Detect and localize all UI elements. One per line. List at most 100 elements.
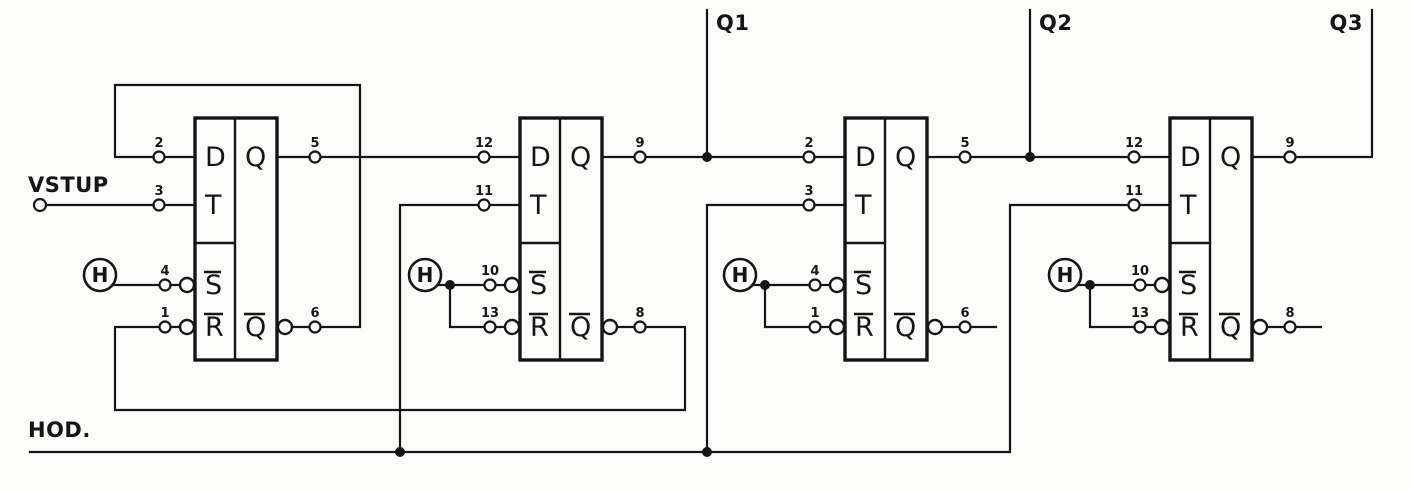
wire-hod-to-t3 [705, 203, 847, 454]
junction-dot [760, 280, 770, 290]
ff2-high-marker-letter: H [417, 263, 434, 287]
ff1-s-label: S [205, 270, 222, 301]
ff3-d-label: D [855, 142, 876, 173]
ff2-t-pin-number: 11 [475, 184, 493, 199]
ff3-d-pin-number: 2 [804, 136, 813, 151]
ff1-q-pin-number: 5 [310, 136, 319, 151]
ff4-d-pin-circle [1127, 150, 1141, 164]
ff2-high-marker-circle [407, 257, 443, 293]
wire-h4-branch-to-r4 [1088, 283, 1157, 329]
ff4-high-marker-letter: H [1057, 263, 1074, 287]
ff4-s-pin-number: 10 [1131, 264, 1149, 279]
ff4-q-label: Q [1220, 142, 1241, 173]
ff3-s-pin-circle [808, 278, 822, 292]
ff3-q-pin-circle [958, 150, 972, 164]
ff1-r-pin-number: 1 [160, 306, 169, 321]
ff1-s-inversion-bubble [178, 276, 196, 294]
ff4-q-pin-circle [1283, 150, 1297, 164]
q1-label: Q1 [716, 11, 749, 35]
junction-dot [395, 447, 405, 457]
ff2-d-label: D [530, 142, 551, 173]
ff2-r-pin-number: 13 [481, 306, 499, 321]
junction-dot [702, 447, 712, 457]
ff3-r-pin-circle [808, 320, 822, 334]
ff1-d-pin-number: 2 [154, 136, 163, 151]
ff3-r-inversion-bubble [828, 318, 846, 336]
ff1-s-pin-number: 4 [160, 264, 169, 279]
ff2-qb-inversion-bubble [601, 318, 619, 336]
ff3-high-marker-circle [722, 257, 758, 293]
ff4-r-inversion-bubble [1153, 318, 1171, 336]
ff3-t-pin-circle [802, 198, 816, 212]
hod-label: HOD. [28, 418, 91, 442]
ff2-r-inversion-bubble [503, 318, 521, 336]
junction-dot [702, 152, 712, 162]
ff1-d-label: D [205, 142, 226, 173]
ff4-t-pin-circle [1127, 198, 1141, 212]
ff4-qb-pin-circle [1283, 320, 1297, 334]
ff1-t-pin-circle [152, 198, 166, 212]
ff3-qb-pin-circle [958, 320, 972, 334]
ff3-s-label: S [855, 270, 872, 301]
ff2-q-pin-circle [633, 150, 647, 164]
ff4-qb-inversion-bubble [1251, 318, 1269, 336]
ff2-q-label: Q [570, 142, 591, 173]
ff1-qb-pin-circle [308, 320, 322, 334]
ff3-t-pin-number: 3 [804, 184, 813, 199]
ff4-qb-label: Q [1220, 312, 1241, 343]
ff1-s-pin-circle [158, 278, 172, 292]
ff2-s-label: S [530, 270, 547, 301]
junction-dot [445, 280, 455, 290]
ff2-r-pin-circle [483, 320, 497, 334]
wire-qb1-to-d1-feedback [113, 83, 362, 329]
ff4-s-inversion-bubble [1153, 276, 1171, 294]
ff2-r-label: R [530, 312, 549, 343]
q2-label: Q2 [1039, 11, 1072, 35]
ff1-qb-inversion-bubble [276, 318, 294, 336]
ff4-qb-pin-number: 8 [1285, 306, 1294, 321]
ff1-q-label: Q [245, 142, 266, 173]
junction-dot [1085, 280, 1095, 290]
ff2-qb-label: Q [570, 312, 591, 343]
ff4-d-label: D [1180, 142, 1201, 173]
ff2-q-pin-number: 9 [635, 136, 644, 151]
ff4-d-pin-number: 12 [1125, 136, 1143, 151]
ff3-high-marker-letter: H [732, 263, 749, 287]
ff1-d-pin-circle [152, 150, 166, 164]
ff4-s-pin-circle [1133, 278, 1147, 292]
ff2-s-pin-number: 10 [481, 264, 499, 279]
ff3-q-label: Q [895, 142, 916, 173]
vstup-terminal [32, 197, 48, 213]
vstup-label: VSTUP [28, 173, 109, 197]
q3-label: Q3 [1330, 11, 1363, 35]
ff1-t-pin-number: 3 [154, 184, 163, 199]
ff4-r-pin-number: 13 [1131, 306, 1149, 321]
ff4-t-label: T [1179, 190, 1197, 221]
ff1-t-label: T [204, 190, 222, 221]
ff3-q-pin-number: 5 [960, 136, 969, 151]
ff2-d-pin-circle [477, 150, 491, 164]
ff3-d-pin-circle [802, 150, 816, 164]
ff1-r-inversion-bubble [178, 318, 196, 336]
wire-hod-to-t2 [398, 203, 522, 454]
ff1-r-label: R [205, 312, 224, 343]
ff3-s-pin-number: 4 [810, 264, 819, 279]
ff2-d-pin-number: 12 [475, 136, 493, 151]
ff3-r-pin-number: 1 [810, 306, 819, 321]
ff2-s-pin-circle [483, 278, 497, 292]
junction-dot [1025, 152, 1035, 162]
ff1-qb-label: Q [245, 312, 266, 343]
ff3-s-inversion-bubble [828, 276, 846, 294]
ff1-qb-pin-number: 6 [310, 306, 319, 321]
ff1-high-marker-letter: H [92, 263, 109, 287]
ff4-t-pin-number: 11 [1125, 184, 1143, 199]
ff2-qb-pin-circle [633, 320, 647, 334]
ff1-r-pin-circle [158, 320, 172, 334]
ff3-r-label: R [855, 312, 874, 343]
ff1-high-marker-circle [82, 257, 118, 293]
ff3-qb-label: Q [895, 312, 916, 343]
ff3-qb-inversion-bubble [926, 318, 944, 336]
ff3-t-label: T [854, 190, 872, 221]
